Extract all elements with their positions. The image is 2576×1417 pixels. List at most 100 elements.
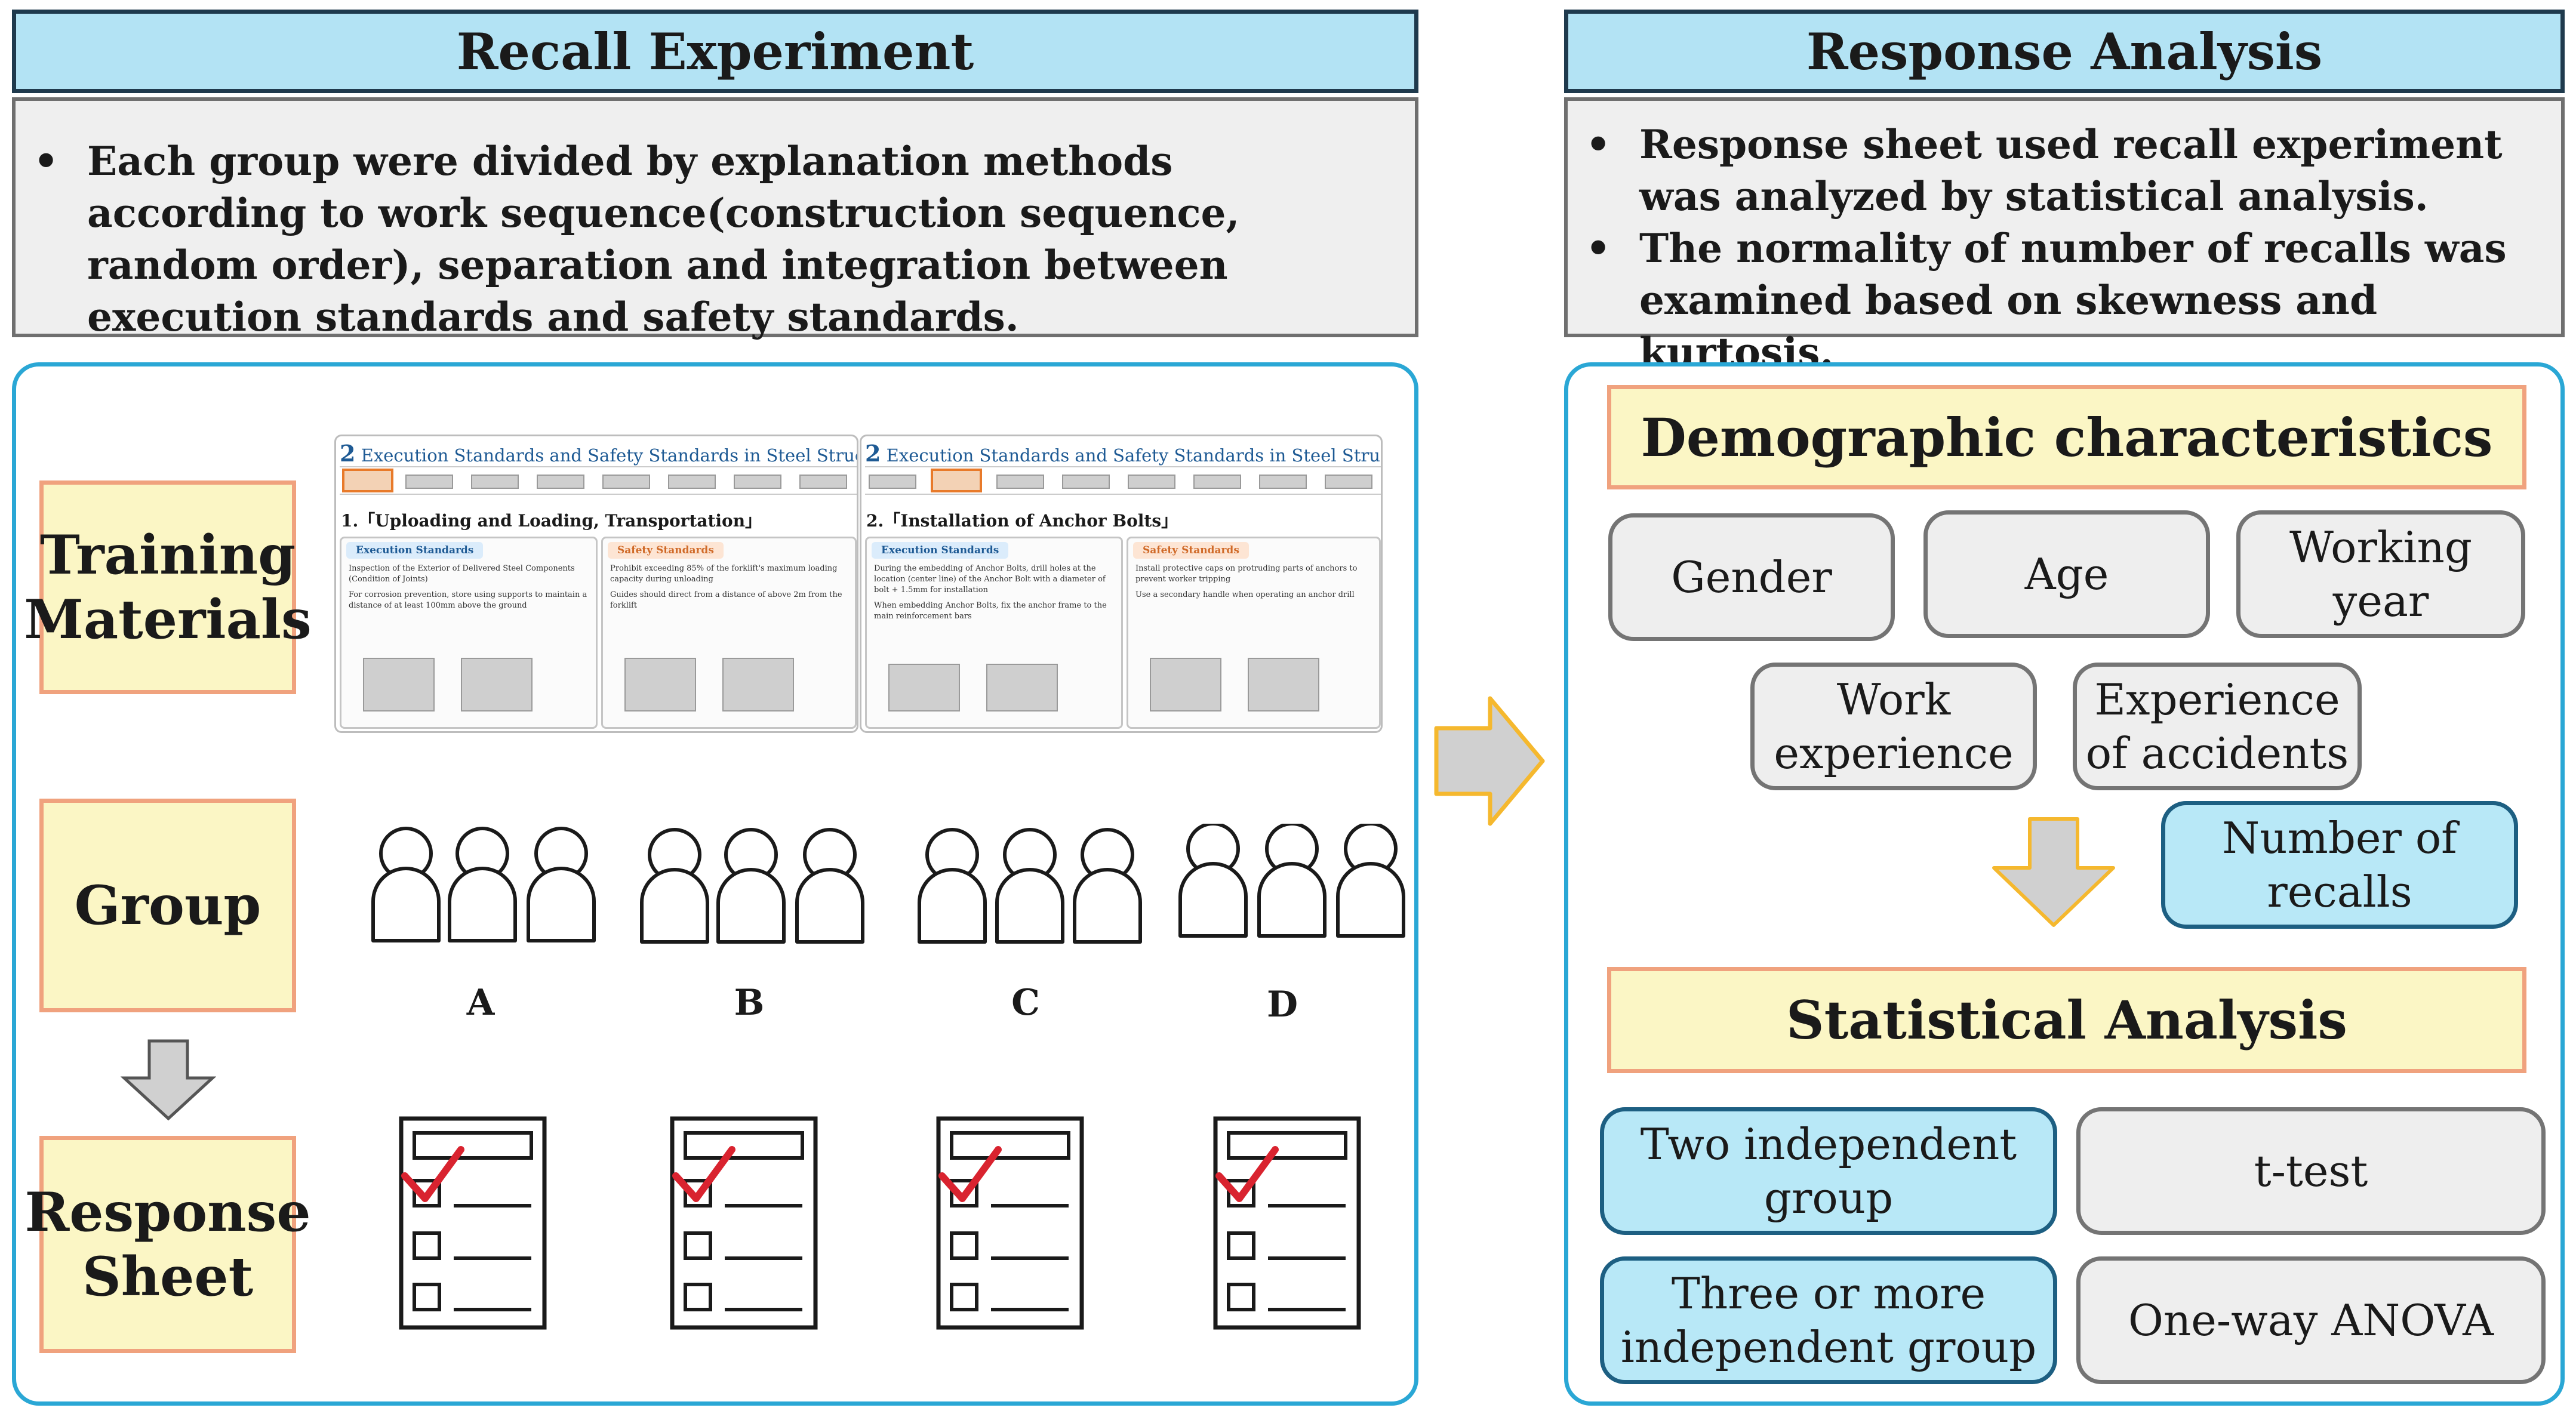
- person-group-b-icon: [642, 830, 863, 942]
- slide-thumbnail: [1259, 475, 1307, 489]
- recall-description: Each group were divided by explanation m…: [12, 97, 1418, 340]
- slide-number: 2: [340, 440, 356, 467]
- card-text: Guides should direct from a distance of …: [610, 590, 842, 610]
- card-text: During the embedding of Anchor Bolts, dr…: [874, 564, 1106, 594]
- photo-placeholder: [1248, 658, 1319, 711]
- group-letter: A: [466, 982, 495, 1024]
- slide-title-text: Execution Standards and Safety Standards…: [886, 445, 1383, 466]
- recall-header-text: Recall Experiment: [456, 21, 974, 81]
- slide-thumbnail: [1128, 475, 1175, 489]
- pill-line: independent group: [1620, 1322, 2037, 1372]
- pill-line: group: [1764, 1173, 1894, 1223]
- analysis-description: Response sheet used recall experiment wa…: [1564, 97, 2565, 375]
- execution-card: Execution Standards During the embedding…: [865, 537, 1123, 729]
- pill-line: Number of: [2222, 813, 2457, 863]
- down-arrow-icon: [1992, 817, 2115, 927]
- card-text: Install protective caps on protruding pa…: [1135, 564, 1358, 584]
- recall-description-item: Each group were divided by explanation m…: [33, 135, 1397, 343]
- demographic-age: Age: [1923, 510, 2210, 638]
- execution-header: Execution Standards: [346, 542, 484, 559]
- pill-line: Working: [2289, 522, 2472, 572]
- training-slide-2: 2 Execution Standards and Safety Standar…: [860, 435, 1383, 733]
- execution-card: Execution Standards Inspection of the Ex…: [340, 537, 598, 729]
- recall-header: Recall Experiment: [12, 10, 1418, 93]
- card-text: Inspection of the Exterior of Delivered …: [349, 564, 575, 584]
- card-text: When embedding Anchor Bolts, fix the anc…: [874, 601, 1107, 621]
- response-sheet-a-icon: [401, 1119, 544, 1327]
- right-arrow-icon: [1434, 696, 1545, 826]
- slide-thumbnail-strip: [865, 466, 1381, 495]
- slide-thumbnail-active: [342, 469, 393, 492]
- safety-card: Safety Standards Prohibit exceeding 85% …: [601, 537, 857, 729]
- group-people-icons: [358, 824, 1409, 967]
- person-group-c-icon: [919, 830, 1140, 942]
- slide-title-text: Execution Standards and Safety Standards…: [361, 445, 858, 466]
- pill-line: Work: [1836, 674, 1951, 725]
- safety-header: Safety Standards: [608, 542, 724, 559]
- slide-thumbnail-strip: [340, 466, 857, 495]
- pill-line: Gender: [1671, 552, 1832, 602]
- demographic-title-text: Demographic characteristics: [1641, 406, 2493, 469]
- demographic-gender: Gender: [1608, 513, 1895, 641]
- group-label-text: Group: [74, 874, 261, 937]
- photo-placeholder: [722, 658, 794, 711]
- slide-thumbnail: [1193, 475, 1241, 489]
- slide-thumbnail: [668, 475, 716, 489]
- slide-title: 2 Execution Standards and Safety Standar…: [340, 440, 858, 467]
- demographic-title: Demographic characteristics: [1607, 385, 2526, 489]
- slide-thumbnail: [799, 475, 847, 489]
- t-test: t-test: [2076, 1107, 2546, 1235]
- person-group-d-icon: [1180, 824, 1404, 936]
- pill-line: recalls: [2267, 867, 2412, 917]
- slide-thumbnail: [471, 475, 519, 489]
- slide-subtitle: 1.「Uploading and Loading, Transportation…: [341, 511, 762, 531]
- response-sheets: [394, 1110, 1397, 1337]
- photo-placeholder: [1150, 658, 1221, 711]
- pill-line: experience: [1774, 728, 2014, 778]
- person-group-a-icon: [373, 828, 594, 941]
- response-label-line: Sheet: [82, 1245, 254, 1308]
- photo-placeholder: [888, 664, 960, 711]
- down-arrow-icon: [121, 1039, 216, 1121]
- pill-line: year: [2332, 576, 2429, 626]
- photo-placeholder: [461, 658, 533, 711]
- photo-placeholder: [986, 664, 1058, 711]
- training-slide-1: 2 Execution Standards and Safety Standar…: [334, 435, 858, 733]
- statistical-title-text: Statistical Analysis: [1786, 989, 2347, 1051]
- card-text: For corrosion prevention, store using su…: [349, 590, 587, 610]
- photo-placeholder: [363, 658, 435, 711]
- pill-line: One-way ANOVA: [2128, 1295, 2494, 1345]
- training-label-line: Training: [39, 523, 296, 587]
- analysis-header-text: Response Analysis: [1806, 21, 2323, 81]
- slide-subtitle: 2.「Installation of Anchor Bolts」: [866, 511, 1178, 531]
- group-label: Group: [39, 799, 296, 1012]
- analysis-description-item: The normality of number of recalls was e…: [1586, 223, 2543, 378]
- slide-title: 2 Execution Standards and Safety Standar…: [865, 440, 1383, 467]
- training-label-line: Materials: [24, 588, 312, 651]
- response-sheet-d-icon: [1215, 1119, 1359, 1327]
- slide-thumbnail: [734, 475, 781, 489]
- response-sheet-c-icon: [938, 1119, 1082, 1327]
- pill-line: t-test: [2254, 1146, 2368, 1196]
- pill-line: Three or more: [1671, 1268, 1986, 1319]
- statistical-title: Statistical Analysis: [1607, 967, 2526, 1073]
- card-text: Use a secondary handle when operating an…: [1135, 590, 1355, 599]
- card-text: Prohibit exceeding 85% of the forklift's…: [610, 564, 838, 584]
- pill-line: Two independent: [1640, 1119, 2017, 1169]
- execution-header: Execution Standards: [872, 542, 1009, 559]
- response-label-line: Response: [24, 1181, 311, 1244]
- pill-line: Age: [2024, 549, 2109, 599]
- group-letter: B: [734, 982, 765, 1024]
- slide-thumbnail: [537, 475, 584, 489]
- response-sheet-b-icon: [672, 1119, 815, 1327]
- slide-thumbnail: [996, 475, 1044, 489]
- slide-thumbnail: [1325, 475, 1372, 489]
- slide-number: 2: [865, 440, 881, 467]
- slide-thumbnail: [1062, 475, 1110, 489]
